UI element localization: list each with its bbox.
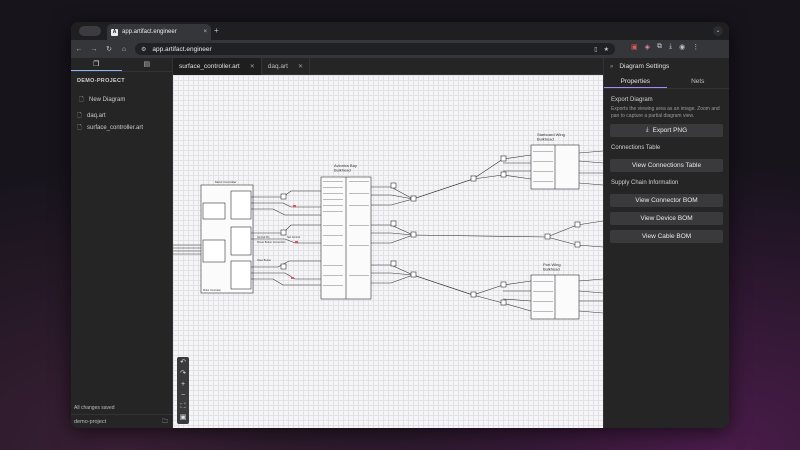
project-title: DEMO-PROJECT [77, 78, 125, 84]
reload-icon[interactable]: ↻ [106, 46, 112, 53]
file-icon: 🗋 [77, 113, 82, 119]
file-label: surface_controller.art [87, 125, 144, 131]
open-button-label: Open Button [257, 259, 272, 262]
profile-pill[interactable] [79, 26, 101, 36]
browser-tab-title: app.artifact.engineer [122, 29, 177, 35]
sidebar: ❐ ▤ DEMO-PROJECT 🗋 New Diagram 🗋 daq.art… [71, 58, 173, 428]
sidebar-footer: demo-project 🗀 [71, 414, 173, 428]
new-tab-button[interactable]: + [214, 26, 219, 35]
zoom-out-icon[interactable]: − [180, 392, 186, 399]
download-icon: ⤓ [645, 127, 649, 133]
artifact-favicon-icon: A [111, 28, 118, 36]
browser-tab[interactable]: A app.artifact.engineer × [107, 24, 211, 40]
editor-tab-surface-controller[interactable]: surface_controller.art ✕ [173, 58, 262, 75]
browser-window: A app.artifact.engineer × + ⌄ ← → ↻ ⌂ ⚙ … [71, 22, 729, 428]
port-label-line1: Port Wing [543, 262, 561, 267]
motor-controller-detail-label: Motor Controller [203, 289, 221, 292]
redo-icon[interactable]: ↷ [180, 370, 186, 377]
sidebar-tabs: ❐ ▤ [71, 58, 172, 72]
address-url: app.artifact.engineer [152, 45, 212, 53]
library-tab-icon[interactable]: ▤ [143, 61, 151, 68]
connections-section-title: Connections Table [611, 145, 661, 151]
view-device-bom-button[interactable]: View Device BOM [610, 212, 723, 225]
editor-tab-daq[interactable]: daq.art ✕ [262, 58, 311, 75]
folder-icon[interactable]: 🗀 [161, 418, 168, 425]
address-bar[interactable]: ⚙ app.artifact.engineer ▯ ★ [135, 43, 615, 55]
file-item[interactable]: 🗋 surface_controller.art [71, 122, 172, 134]
tab-properties[interactable]: Properties [604, 76, 667, 88]
avionics-bay-label-line2: Bulkhead [334, 168, 351, 173]
starboard-label-line1: Starboard Wing [537, 132, 565, 137]
collapse-panel-icon[interactable]: » [610, 63, 614, 70]
footer-project-name: demo-project [74, 418, 107, 425]
power-button-label: Power Button Connection [257, 241, 286, 244]
motor-controller-label: Motor Controller [215, 180, 237, 184]
extension-shield-icon[interactable]: ◈ [644, 44, 651, 51]
site-info-icon[interactable]: ⚙ [141, 46, 147, 53]
extensions-puzzle-icon[interactable]: ⧉ [657, 43, 663, 50]
page-icon[interactable]: ▯ [594, 46, 598, 53]
starboard-label-line2: Bulkhead [537, 137, 554, 142]
browser-menu-icon[interactable]: ⋮ [692, 44, 700, 51]
view-cable-bom-button[interactable]: View Cable BOM [610, 230, 723, 243]
panel-tabs: Properties Nets [604, 76, 729, 89]
new-diagram-button[interactable]: 🗋 New Diagram [71, 94, 172, 106]
editor-tab-label: daq.art [267, 63, 288, 70]
app-root: ❐ ▤ DEMO-PROJECT 🗋 New Diagram 🗋 daq.art… [71, 58, 729, 428]
new-diagram-label: New Diagram [89, 97, 126, 103]
forward-icon[interactable]: → [90, 45, 98, 53]
export-section-title: Export Diagram [611, 97, 653, 103]
export-description: Exports the viewing area as an image. Zo… [611, 106, 720, 119]
supply-chain-section-title: Supply Chain Information [611, 180, 679, 186]
swt-control-label: Swt Control [287, 236, 300, 239]
undo-icon[interactable]: ↶ [180, 359, 186, 366]
panel-header: » Diagram Settings [604, 58, 729, 75]
tab-search-icon[interactable]: ⌄ [713, 26, 723, 36]
save-status: All changes saved [74, 405, 115, 411]
avionics-bay-label-line1: Avionics Bay [334, 163, 357, 168]
view-connector-bom-button[interactable]: View Connector BOM [610, 194, 723, 207]
lock-icon[interactable]: ▣ [179, 414, 187, 421]
browser-toolbar: ← → ↻ ⌂ ⚙ app.artifact.engineer ▯ ★ ▣ ◈ … [71, 40, 729, 58]
panel-title: Diagram Settings [619, 63, 670, 70]
settings-panel: » Diagram Settings Properties Nets Expor… [603, 58, 729, 428]
file-label: daq.art [87, 113, 106, 119]
export-png-label: Export PNG [652, 127, 688, 134]
fit-view-icon[interactable]: ⛶ [180, 403, 186, 410]
bookmark-star-icon[interactable]: ★ [603, 46, 609, 53]
back-icon[interactable]: ← [75, 45, 83, 53]
close-icon[interactable]: ✕ [249, 64, 255, 70]
file-item[interactable]: 🗋 daq.art [71, 110, 172, 122]
profile-avatar-icon[interactable]: ◉ [679, 44, 686, 51]
close-icon[interactable]: ✕ [297, 64, 304, 70]
new-file-icon: 🗋 [79, 97, 84, 103]
tab-nets[interactable]: Nets [691, 78, 705, 85]
zoom-toolbar: ↶ ↷ + − ⛶ ▣ [177, 357, 189, 424]
extension-red-icon[interactable]: ▣ [631, 44, 638, 51]
file-icon: 🗋 [77, 125, 82, 131]
close-tab-icon[interactable]: × [203, 29, 207, 35]
view-connections-table-button[interactable]: View Connections Table [610, 159, 723, 172]
editor-tab-label: surface_controller.art [179, 63, 240, 70]
files-tab-icon[interactable]: ❐ [71, 58, 122, 71]
port-label-line2: Bulkhead [543, 267, 560, 272]
tab-strip: A app.artifact.engineer × + ⌄ [71, 22, 729, 40]
home-icon[interactable]: ⌂ [121, 45, 127, 53]
export-png-button[interactable]: ⤓ Export PNG [610, 124, 723, 137]
downloads-icon[interactable]: ⤓ [669, 43, 673, 50]
zoom-in-icon[interactable]: + [180, 381, 186, 388]
editor-tabs: surface_controller.art ✕ daq.art ✕ [173, 58, 603, 75]
control-pin-label: Control Pin [257, 236, 270, 239]
